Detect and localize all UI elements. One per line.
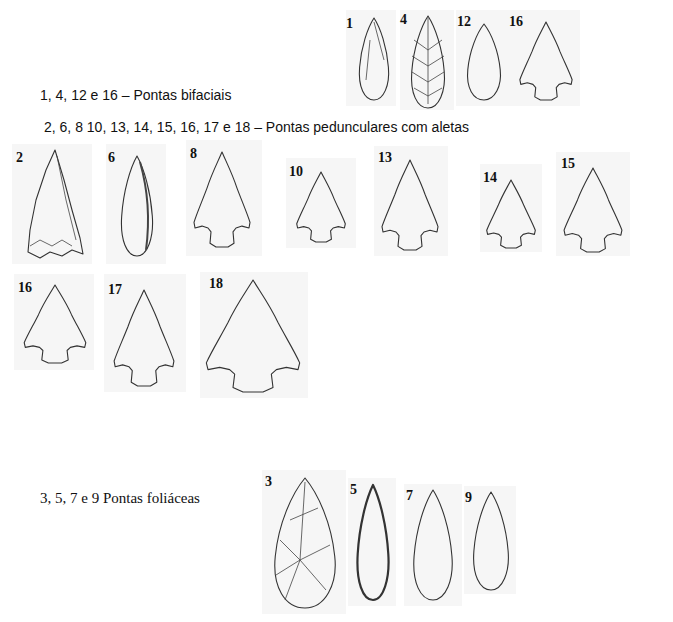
stemmed-point [194, 152, 250, 247]
caption-text: 1, 4, 12 e 16 – Pontas bifaciais [40, 88, 231, 103]
foliaceous-point [474, 492, 509, 590]
callout-number: 8 [190, 146, 197, 161]
callout-number: 13 [378, 150, 392, 165]
foliaceous-point [414, 490, 452, 600]
stemmed-point [114, 290, 174, 386]
callout-number: 16 [509, 14, 523, 29]
foliaceous-point [275, 478, 335, 608]
bifacial-point [520, 22, 572, 100]
flake-scar [140, 162, 148, 250]
callout-number: 17 [108, 282, 122, 297]
callout-number: 3 [265, 474, 272, 489]
callout-number: 4 [400, 12, 407, 27]
callout-number: 12 [457, 14, 471, 29]
flake-scar [412, 18, 444, 104]
stemmed-point [28, 150, 83, 258]
callout-number: 10 [289, 164, 303, 179]
callout-number: 2 [16, 150, 23, 165]
bifacial-point [359, 18, 388, 100]
flake-scar [30, 156, 76, 246]
callout-number: 7 [406, 488, 413, 503]
callout-number: 15 [561, 156, 575, 171]
bifacial-point [412, 16, 445, 108]
figure-panel [12, 10, 630, 614]
callout-number: 1 [346, 16, 353, 31]
flake-scar [276, 482, 330, 600]
stemmed-point [297, 172, 346, 242]
stemmed-point [382, 160, 438, 250]
foliaceous-point [357, 485, 388, 600]
bifacial-point [468, 24, 501, 100]
stemmed-point [24, 285, 86, 363]
stemmed-point [121, 156, 152, 256]
callout-number: 18 [209, 276, 223, 291]
stemmed-point [564, 168, 622, 252]
caption-text: 2, 6, 8 10, 13, 14, 15, 16, 17 e 18 – Po… [44, 120, 469, 135]
callout-number: 5 [350, 482, 357, 497]
callout-number: 16 [18, 280, 32, 295]
stemmed-point [487, 180, 536, 248]
caption-text: 3, 5, 7 e 9 Pontas foliáceas [40, 490, 200, 507]
callout-number: 9 [465, 490, 472, 505]
stemmed-point [206, 280, 299, 392]
flake-scar [366, 22, 384, 80]
callout-number: 6 [108, 150, 115, 165]
callout-number: 14 [483, 170, 497, 185]
